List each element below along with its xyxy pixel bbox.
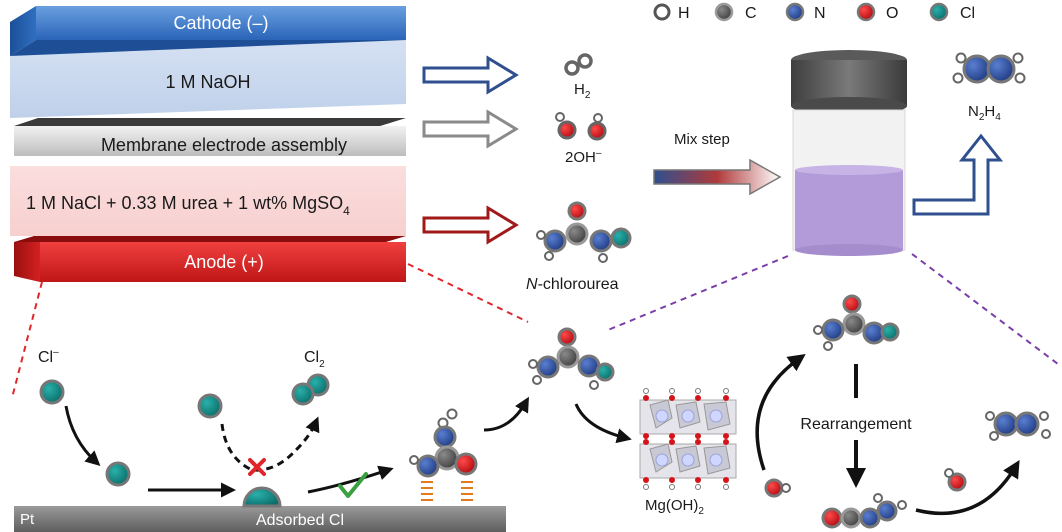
chloride-ion-icon: [39, 379, 65, 405]
hydrazine-label: N2H4: [968, 103, 1001, 123]
chlorine-atom-icon: [197, 393, 223, 419]
membrane-electrode-assembly: [14, 126, 406, 156]
mix-step-arrow: [653, 158, 782, 196]
mgoh2-label: Mg(OH)2: [645, 497, 704, 517]
anolyte-chamber: [10, 166, 406, 236]
anode-top-face: [14, 236, 406, 242]
desorption-arrow: [483, 396, 529, 432]
adsorbed-urea-molecule-icon: [409, 408, 478, 501]
chlorourea-molecule-icon: [536, 201, 632, 263]
zoom-line-right: [407, 263, 529, 323]
chlorination-arrow: [307, 465, 394, 494]
rearranged-product-molecule-icon: [821, 493, 907, 529]
membrane-label: Membrane electrode assembly: [101, 135, 347, 155]
solution-chlorourea-molecule-icon: [528, 327, 615, 390]
legend-label-c: C: [745, 5, 757, 22]
catholyte-label: 1 M NaOH: [165, 72, 250, 92]
chloride-ion-label: Cl–: [38, 347, 59, 366]
purple-zoom-line-left: [607, 255, 789, 331]
pt-electrode-surface: [14, 506, 506, 532]
success-check-icon: [338, 472, 368, 498]
hydroxide-label: 2OH–: [565, 148, 602, 166]
carbon-legend-icon: [714, 2, 734, 22]
cl2-formation-dashed-arrow: [220, 416, 320, 472]
cl2-label: Cl2: [304, 349, 325, 370]
electrolyzer-stack: Cathode (–) 1 M NaOH Membrane electrode …: [10, 6, 406, 282]
reaction-vial: [791, 50, 907, 256]
hydroxide-small-icon: [764, 478, 791, 498]
mix-step-label: Mix step: [674, 131, 730, 148]
oxygen-legend-icon: [856, 2, 876, 22]
nitrogen-legend-icon: [785, 2, 805, 22]
cathode-plate: [36, 6, 406, 40]
intermediate-molecule-icon: [813, 294, 900, 351]
legend-label-o: O: [886, 5, 898, 22]
hydroxide-byproduct-icon: [944, 468, 967, 492]
purple-zoom-line-right: [911, 253, 1059, 365]
h2-molecule-icon: [564, 53, 593, 76]
adsorbed-cl-atom-icon: [242, 486, 282, 508]
catholyte-chamber: [10, 40, 406, 118]
anolyte-label: 1 M NaCl + 0.33 M urea + 1 wt% MgSO4: [26, 193, 350, 218]
rearrangement-label: Rearrangement: [800, 416, 912, 433]
atom-legend: H C N O Cl: [653, 2, 975, 22]
final-hydrazine-molecule-icon: [985, 411, 1051, 441]
hydrazine-molecule-icon: [952, 52, 1026, 84]
membrane-top-face: [14, 118, 406, 126]
chlorourea-arrow: [422, 205, 519, 245]
blocked-cross-icon: [248, 458, 266, 476]
chloride-near-surface-icon: [105, 461, 131, 487]
hydrogen-arrow: [422, 55, 519, 95]
hydroxide-arrow: [422, 109, 519, 149]
to-mgoh2-arrow: [574, 403, 632, 444]
h2-label: H2: [574, 81, 591, 101]
pt-label: Pt: [20, 511, 35, 528]
zoom-line-left: [11, 281, 43, 399]
chloride-approach-arrow: [64, 405, 101, 467]
hydrogen-legend-icon: [653, 3, 671, 21]
adsorbed-cl-label: Adsorbed Cl: [256, 512, 344, 529]
chlorourea-label: N-chlorourea: [526, 276, 619, 293]
cl2-molecule-icon: [291, 373, 330, 406]
legend-label-cl: Cl: [960, 5, 975, 22]
mgoh2-lattice-icon: [639, 388, 737, 490]
hydrazine-formation-arrow: [915, 459, 1020, 515]
anode-plate: [40, 242, 406, 282]
cathode-label: Cathode (–): [173, 13, 268, 33]
anode-side-face: [14, 242, 40, 282]
cathode-side-face: [10, 6, 36, 56]
vial-liquid: [795, 170, 903, 250]
hydrazine-arrow: [912, 133, 1004, 216]
anode-label: Anode (+): [184, 252, 264, 272]
hydroxide-molecules-icon: [555, 112, 607, 141]
legend-label-n: N: [814, 5, 826, 22]
chlorine-legend-icon: [929, 2, 949, 22]
legend-label-h: H: [678, 5, 690, 22]
mgoh2-activation-arrow: [755, 353, 806, 471]
